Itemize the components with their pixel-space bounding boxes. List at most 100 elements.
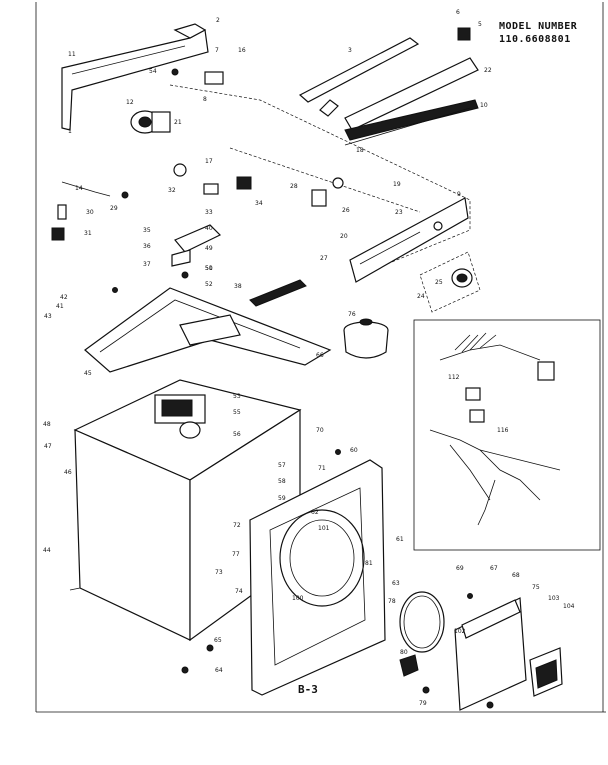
callout-17: 17 — [205, 158, 213, 165]
screw-79 — [422, 686, 430, 694]
console-trim — [344, 57, 479, 146]
callout-78: 78 — [388, 598, 396, 605]
screw-64 — [181, 666, 189, 674]
control-panel-front — [349, 197, 469, 283]
callout-5: 5 — [478, 21, 482, 28]
callout-23: 23 — [395, 209, 403, 216]
timer-part — [130, 110, 171, 134]
console-rail — [298, 37, 420, 117]
callout-41: 41 — [56, 303, 64, 310]
control-knob — [419, 251, 481, 313]
callout-31: 31 — [84, 230, 92, 237]
callout-74: 74 — [235, 588, 243, 595]
screw-80 — [486, 701, 494, 709]
callout-37: 37 — [143, 261, 151, 268]
switch-part-a — [204, 71, 224, 85]
callout-12: 12 — [126, 99, 134, 106]
wiring-harness-inset — [413, 319, 601, 551]
callout-104: 104 — [563, 603, 575, 610]
section-label: B-3 — [298, 683, 318, 696]
callout-53: 53 — [233, 393, 241, 400]
callout-19: 19 — [393, 181, 401, 188]
lint-filter — [343, 318, 389, 359]
callout-45: 45 — [84, 370, 92, 377]
callout-48: 48 — [43, 421, 51, 428]
callout-56: 56 — [233, 431, 241, 438]
callout-75: 75 — [532, 584, 540, 591]
callout-101: 101 — [318, 525, 330, 532]
callout-79: 79 — [419, 700, 427, 707]
callout-27: 27 — [320, 255, 328, 262]
callout-28: 28 — [290, 183, 298, 190]
console-outline — [169, 84, 471, 276]
callout-44: 44 — [43, 547, 51, 554]
callout-102: 102 — [454, 628, 466, 635]
callout-3: 3 — [348, 47, 352, 54]
callout-29: 29 — [110, 205, 118, 212]
callout-20: 20 — [340, 233, 348, 240]
callout-61: 61 — [396, 536, 404, 543]
spring-part — [249, 279, 307, 307]
callout-16: 16 — [238, 47, 246, 54]
callout-54: 54 — [149, 68, 157, 75]
screw-54 — [171, 68, 179, 76]
callout-43: 43 — [44, 313, 52, 320]
callout-25: 25 — [435, 279, 443, 286]
callout-68: 68 — [512, 572, 520, 579]
callout-2: 2 — [216, 17, 220, 24]
callout-35: 35 — [143, 227, 151, 234]
blower-housing — [154, 394, 206, 439]
callout-50: 50 — [205, 265, 213, 272]
callout-59: 59 — [278, 495, 286, 502]
callout-77: 77 — [232, 551, 240, 558]
clip-part — [457, 27, 471, 41]
selector-part — [332, 177, 344, 189]
callout-57: 57 — [278, 462, 286, 469]
screw-65 — [206, 644, 214, 652]
callout-9: 9 — [457, 191, 461, 198]
callout-112: 112 — [448, 374, 460, 381]
callout-69: 69 — [456, 565, 464, 572]
bracket-cluster — [171, 224, 222, 279]
callout-100: 100 — [292, 595, 304, 602]
callout-70: 70 — [316, 427, 324, 434]
connector-part — [57, 204, 67, 220]
screw-34 — [112, 287, 118, 293]
callout-80: 80 — [400, 649, 408, 656]
model-number-heading: MODEL NUMBER — [499, 21, 578, 32]
callout-103: 103 — [548, 595, 560, 602]
callout-47: 47 — [44, 443, 52, 450]
callout-1: 1 — [68, 128, 72, 135]
model-number-value: 110.6608801 — [499, 34, 571, 45]
callout-64: 64 — [215, 667, 223, 674]
callout-76: 76 — [348, 311, 356, 318]
wire-part — [61, 181, 111, 197]
screw-60 — [335, 449, 341, 455]
bracket-part — [51, 227, 65, 241]
callout-42: 42 — [60, 294, 68, 301]
callout-58: 58 — [278, 478, 286, 485]
callout-55: 55 — [233, 409, 241, 416]
callout-22: 22 — [484, 67, 492, 74]
callout-33: 33 — [205, 209, 213, 216]
door-seal-inner — [403, 595, 441, 649]
callout-7: 7 — [215, 47, 219, 54]
callout-10: 10 — [480, 102, 488, 109]
screw-29 — [121, 191, 129, 199]
callout-18: 18 — [356, 147, 364, 154]
callout-51: 51 — [205, 265, 213, 272]
front-panel — [249, 459, 386, 696]
callout-52: 52 — [205, 281, 213, 288]
callout-66: 66 — [316, 352, 324, 359]
callout-8: 8 — [203, 96, 207, 103]
cabinet-top-deck — [84, 287, 332, 373]
callout-11: 11 — [68, 51, 76, 58]
callout-116: 116 — [497, 427, 509, 434]
callout-32: 32 — [168, 187, 176, 194]
callout-62: 62 — [311, 509, 319, 516]
door-hinge — [399, 654, 419, 677]
callout-73: 73 — [215, 569, 223, 576]
callout-46: 46 — [64, 469, 72, 476]
